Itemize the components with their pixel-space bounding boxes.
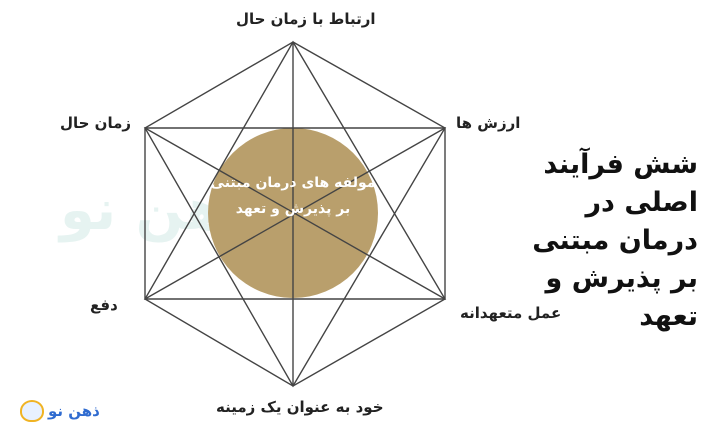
vertex-label-top: ارتباط با زمان حال xyxy=(236,10,376,28)
vertex-label-lower-right: عمل متعهدانه xyxy=(460,304,562,322)
vertex-label-upper-left: زمان حال xyxy=(60,114,132,132)
vertex-label-bottom: خود به عنوان یک زمینه xyxy=(216,398,384,416)
vertex-label-upper-right: ارزش ها xyxy=(456,114,521,132)
spoke-ur-ll xyxy=(144,127,446,300)
brand-logo: ذهن نو xyxy=(20,396,100,426)
brain-bulb-icon xyxy=(20,400,44,422)
page-title: شش فرآیند اصلی در درمان مبتنی بر پذیرش و… xyxy=(532,149,698,332)
center-label: مولفه های درمان مبتنی بر پذیرش و تعهد xyxy=(210,175,376,217)
logo-text: ذهن نو xyxy=(48,402,100,420)
vertex-label-lower-left: دفع xyxy=(90,296,118,314)
